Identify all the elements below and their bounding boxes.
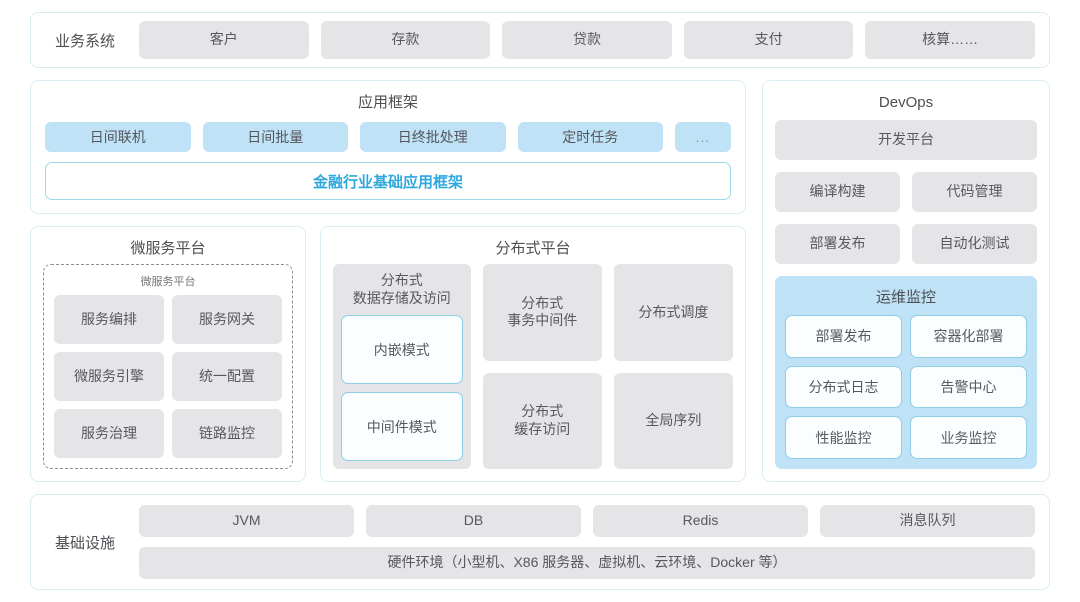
- distributed-platform-panel: 分布式平台 分布式 数据存储及访问 内嵌模式 中间件模式: [320, 226, 746, 482]
- devops-item-compile-build[interactable]: 编译构建: [775, 172, 900, 212]
- storage-mode-embedded[interactable]: 内嵌模式: [341, 315, 463, 384]
- distributed-item-transaction-middleware-text: 分布式事务中间件: [507, 294, 578, 329]
- business-system-item-loan[interactable]: 贷款: [502, 21, 672, 59]
- platform-column: 应用框架 日间联机 日间批量 日终批处理 定时任务 ... 金融行业基础应用框架…: [30, 80, 746, 482]
- distributed-item-cache-access[interactable]: 分布式缓存访问: [482, 372, 602, 469]
- business-systems-label: 业务系统: [54, 32, 115, 50]
- microservice-platform-title: 微服务平台: [130, 240, 206, 257]
- distributed-item-scheduling[interactable]: 分布式调度: [613, 264, 733, 361]
- business-systems-panel: 业务系统 客户 存款 贷款 支付 核算……: [30, 12, 1050, 68]
- devops-row-1: 编译构建 代码管理: [775, 172, 1037, 212]
- infrastructure-panel: 基础设施 JVM DB Redis 消息队列 硬件环境（小型机、X86 服务器、…: [30, 494, 1050, 590]
- business-systems-chip-list: 客户 存款 贷款 支付 核算……: [139, 21, 1035, 59]
- ops-item-deploy-release[interactable]: 部署发布: [785, 315, 902, 358]
- ops-item-performance-monitoring[interactable]: 性能监控: [785, 416, 902, 459]
- distributed-item-global-sequence[interactable]: 全局序列: [613, 372, 733, 469]
- business-system-item-payment[interactable]: 支付: [683, 21, 854, 59]
- infrastructure-item-redis[interactable]: Redis: [593, 505, 808, 537]
- business-system-item-deposit[interactable]: 存款: [320, 21, 491, 59]
- app-framework-item-more[interactable]: ...: [675, 122, 731, 152]
- app-framework-item-daytime-online[interactable]: 日间联机: [45, 122, 191, 152]
- distributed-data-storage-title-line2: 数据存储及访问: [352, 289, 451, 306]
- middle-region: 应用框架 日间联机 日间批量 日终批处理 定时任务 ... 金融行业基础应用框架…: [30, 80, 1050, 482]
- devops-panel: DevOps 开发平台 编译构建 代码管理 部署发布 自动化测试 运维监控 部署…: [762, 80, 1050, 482]
- distributed-item-cache-access-text: 分布式缓存访问: [514, 403, 571, 437]
- devops-row-2: 部署发布 自动化测试: [775, 224, 1037, 264]
- infrastructure-item-db[interactable]: DB: [366, 505, 581, 537]
- application-framework-panel: 应用框架 日间联机 日间批量 日终批处理 定时任务 ... 金融行业基础应用框架: [30, 80, 746, 214]
- infrastructure-chip-list: JVM DB Redis 消息队列: [139, 505, 1035, 537]
- ops-monitoring-card: 运维监控 部署发布 容器化部署 分布式日志 告警中心 性能监控 业务监控: [775, 276, 1037, 469]
- microservice-item-service-governance[interactable]: 服务治理: [54, 409, 164, 458]
- microservice-item-grid: 服务编排 服务网关 微服务引擎 统一配置 服务治理 链路监控: [54, 295, 282, 458]
- ops-item-containerized-deploy[interactable]: 容器化部署: [910, 315, 1027, 358]
- microservice-platform-inner-box: 微服务平台 服务编排 服务网关 微服务引擎 统一配置 服务治理 链路监控: [43, 264, 293, 469]
- devops-item-code-management[interactable]: 代码管理: [912, 172, 1037, 212]
- distributed-capability-grid: 分布式事务中间件 分布式调度 分布式缓存访问 全局序列: [482, 264, 733, 469]
- app-framework-item-scheduled-task[interactable]: 定时任务: [517, 122, 663, 152]
- financial-base-framework-banner: 金融行业基础应用框架: [45, 162, 731, 200]
- ops-item-business-monitoring[interactable]: 业务监控: [910, 416, 1027, 459]
- application-framework-chip-list: 日间联机 日间批量 日终批处理 定时任务 ...: [45, 122, 731, 152]
- devops-item-automated-test[interactable]: 自动化测试: [912, 224, 1037, 264]
- devops-item-deploy-release[interactable]: 部署发布: [775, 224, 900, 264]
- business-system-item-customer[interactable]: 客户: [139, 21, 309, 59]
- business-system-item-accounting[interactable]: 核算……: [865, 21, 1035, 59]
- ops-item-alert-center[interactable]: 告警中心: [910, 365, 1027, 409]
- microservice-platform-inner-title: 微服务平台: [140, 276, 196, 288]
- infrastructure-label: 基础设施: [54, 534, 115, 552]
- distributed-platform-body: 分布式 数据存储及访问 内嵌模式 中间件模式 分布式事务中间: [333, 264, 733, 469]
- devops-item-dev-platform[interactable]: 开发平台: [775, 120, 1037, 160]
- infrastructure-stack: JVM DB Redis 消息队列 硬件环境（小型机、X86 服务器、虚拟机、云…: [139, 505, 1035, 579]
- ops-monitoring-title: 运维监控: [875, 289, 936, 306]
- storage-mode-middleware[interactable]: 中间件模式: [341, 392, 463, 461]
- ops-item-distributed-log[interactable]: 分布式日志: [785, 365, 902, 409]
- app-framework-item-eod-batch[interactable]: 日终批处理: [360, 122, 506, 152]
- microservice-item-service-orchestration[interactable]: 服务编排: [54, 295, 164, 344]
- distributed-data-storage-title-line1: 分布式: [380, 272, 423, 288]
- microservice-item-microservice-engine[interactable]: 微服务引擎: [54, 352, 164, 401]
- infrastructure-item-message-queue[interactable]: 消息队列: [820, 505, 1035, 537]
- microservice-item-trace-monitoring[interactable]: 链路监控: [172, 409, 282, 458]
- distributed-storage-mode-list: 内嵌模式 中间件模式: [341, 315, 463, 461]
- distributed-data-storage-title: 分布式 数据存储及访问: [341, 272, 463, 307]
- microservice-platform-panel: 微服务平台 微服务平台 服务编排 服务网关 微服务引擎 统一配置 服务治理 链路…: [30, 226, 306, 482]
- distributed-platform-title: 分布式平台: [495, 240, 571, 257]
- devops-title: DevOps: [878, 94, 934, 111]
- application-framework-title: 应用框架: [357, 94, 418, 111]
- microservice-item-service-gateway[interactable]: 服务网关: [172, 295, 282, 344]
- infrastructure-item-jvm[interactable]: JVM: [139, 505, 354, 537]
- ops-monitoring-grid: 部署发布 容器化部署 分布式日志 告警中心 性能监控 业务监控: [785, 315, 1027, 459]
- infrastructure-hardware-environment[interactable]: 硬件环境（小型机、X86 服务器、虚拟机、云环境、Docker 等）: [139, 547, 1035, 579]
- microservice-item-unified-config[interactable]: 统一配置: [172, 352, 282, 401]
- lower-platform-row: 微服务平台 微服务平台 服务编排 服务网关 微服务引擎 统一配置 服务治理 链路…: [30, 226, 746, 482]
- distributed-item-transaction-middleware[interactable]: 分布式事务中间件: [482, 264, 602, 361]
- distributed-data-storage-card[interactable]: 分布式 数据存储及访问 内嵌模式 中间件模式: [333, 264, 471, 469]
- devops-column: DevOps 开发平台 编译构建 代码管理 部署发布 自动化测试 运维监控 部署…: [762, 80, 1050, 482]
- app-framework-item-daytime-batch[interactable]: 日间批量: [202, 122, 348, 152]
